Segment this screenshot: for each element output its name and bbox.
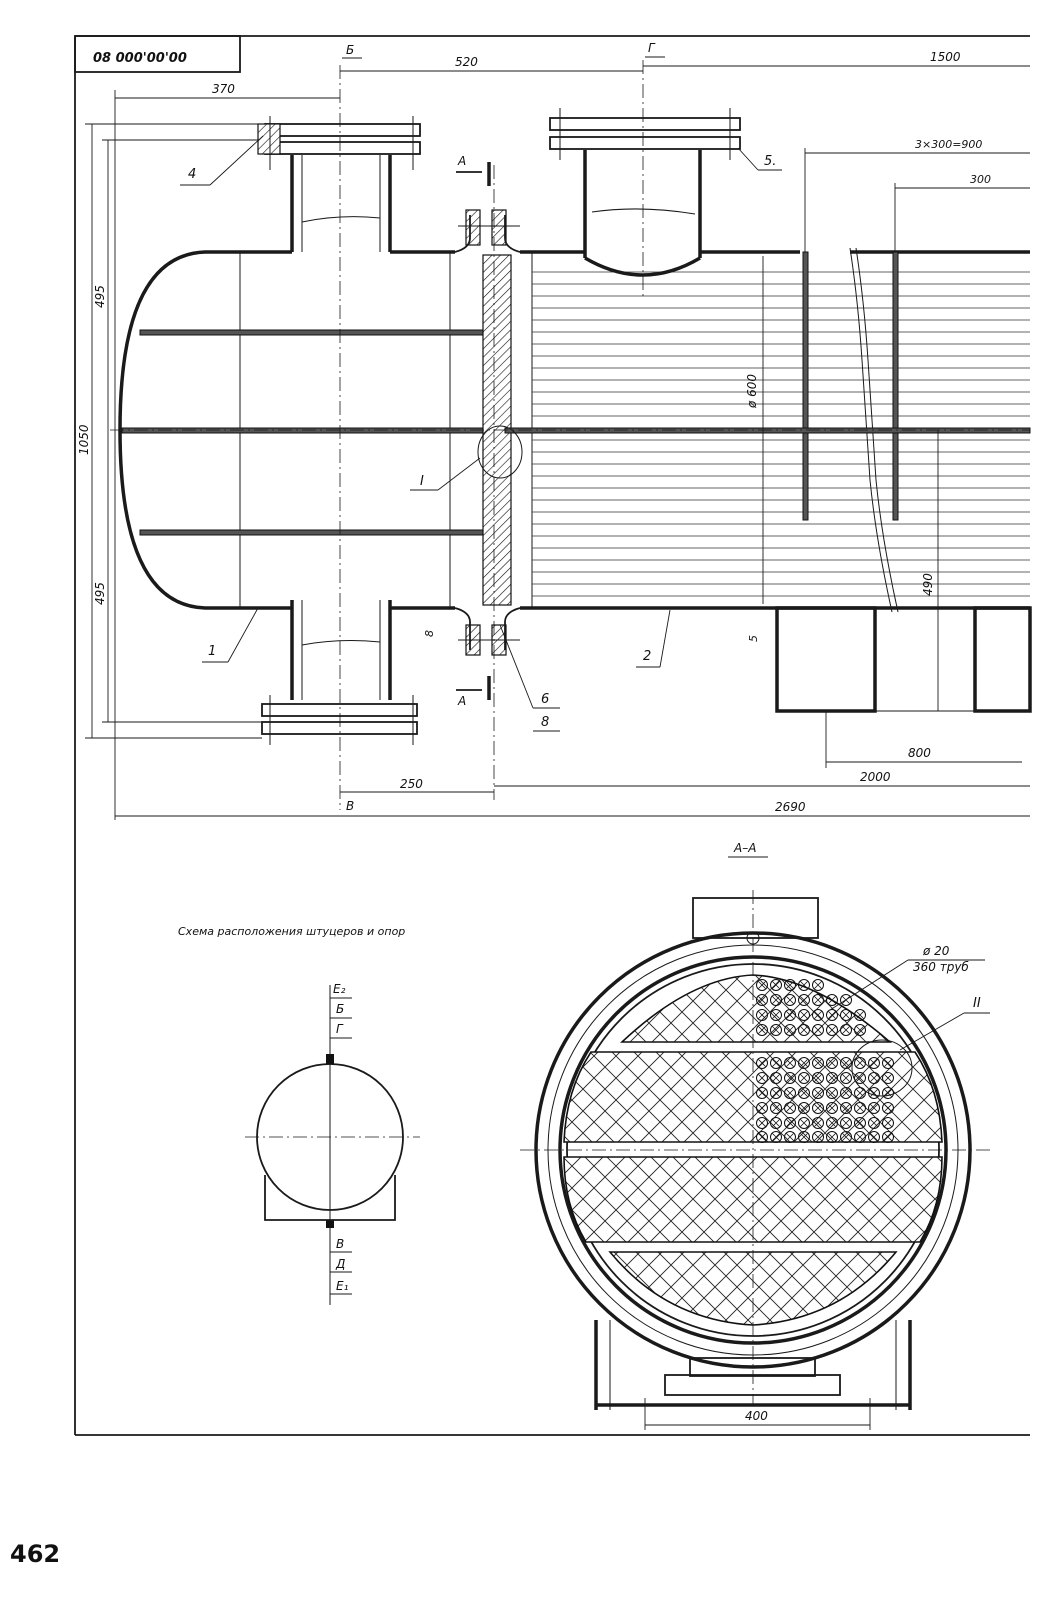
sheet-frame: 08 000'00'00 xyxy=(74,35,1030,1436)
svg-text:2690: 2690 xyxy=(775,800,806,814)
svg-text:490: 490 xyxy=(921,573,935,596)
svg-text:300: 300 xyxy=(970,173,991,186)
tube-circles xyxy=(756,979,894,1143)
svg-text:Б: Б xyxy=(346,43,354,57)
svg-text:520: 520 xyxy=(455,55,478,69)
svg-text:1050: 1050 xyxy=(77,424,91,455)
svg-text:495: 495 xyxy=(93,285,107,308)
svg-text:5.: 5. xyxy=(764,154,776,169)
svg-text:2: 2 xyxy=(643,649,651,664)
svg-text:6: 6 xyxy=(541,692,549,707)
svg-text:Д: Д xyxy=(335,1257,345,1271)
shell-main-view xyxy=(118,209,1031,656)
svg-text:8: 8 xyxy=(541,715,549,730)
dimensions: 370 520 1500 3×300=900 300 1050 495 495 … xyxy=(77,50,1030,820)
svg-text:А: А xyxy=(457,694,466,708)
nozzle-schema: Схема расположения штуцеров и опор E₂ Б … xyxy=(178,925,420,1305)
page-number: 462 xyxy=(10,1540,61,1568)
svg-text:370: 370 xyxy=(212,82,235,96)
nozzle-G-top xyxy=(549,108,741,277)
svg-text:В: В xyxy=(336,1237,344,1251)
svg-text:495: 495 xyxy=(93,582,107,605)
tube-bundle-lines xyxy=(532,271,1030,597)
svg-text:5: 5 xyxy=(747,635,760,642)
svg-text:ø 20: ø 20 xyxy=(922,944,950,958)
section-A-A: А–А 400 ø 20 xyxy=(520,841,990,1430)
svg-text:2000: 2000 xyxy=(860,770,891,784)
svg-text:250: 250 xyxy=(400,777,423,791)
svg-text:1: 1 xyxy=(208,644,216,659)
svg-text:360 труб: 360 труб xyxy=(913,960,969,974)
svg-text:А: А xyxy=(457,154,466,168)
supports xyxy=(775,606,1032,713)
svg-text:800: 800 xyxy=(908,746,931,760)
svg-text:Б: Б xyxy=(336,1002,344,1016)
svg-text:E₂: E₂ xyxy=(333,982,346,996)
svg-text:8: 8 xyxy=(423,630,436,637)
svg-text:ø 600: ø 600 xyxy=(745,374,759,409)
svg-text:400: 400 xyxy=(745,1409,768,1423)
svg-text:1500: 1500 xyxy=(930,50,961,64)
svg-text:Г: Г xyxy=(648,41,656,55)
callouts: Б Г В А А 4 5. 1 2 6 8 I xyxy=(180,41,782,813)
svg-text:А–А: А–А xyxy=(733,841,756,855)
svg-text:В: В xyxy=(346,799,354,813)
svg-text:3×300=900: 3×300=900 xyxy=(915,138,982,151)
svg-text:I: I xyxy=(420,474,424,489)
svg-text:II: II xyxy=(973,996,981,1011)
svg-text:Схема расположения штуцеров и: Схема расположения штуцеров и опор xyxy=(178,925,405,938)
svg-text:4: 4 xyxy=(188,167,196,182)
drawing-number: 08 000'00'00 xyxy=(93,51,187,66)
nozzle-V-bottom xyxy=(261,600,418,745)
svg-text:E₁: E₁ xyxy=(336,1279,349,1293)
center-lines xyxy=(110,60,1030,810)
nozzle-B-top xyxy=(257,116,421,252)
svg-text:Г: Г xyxy=(336,1022,344,1036)
